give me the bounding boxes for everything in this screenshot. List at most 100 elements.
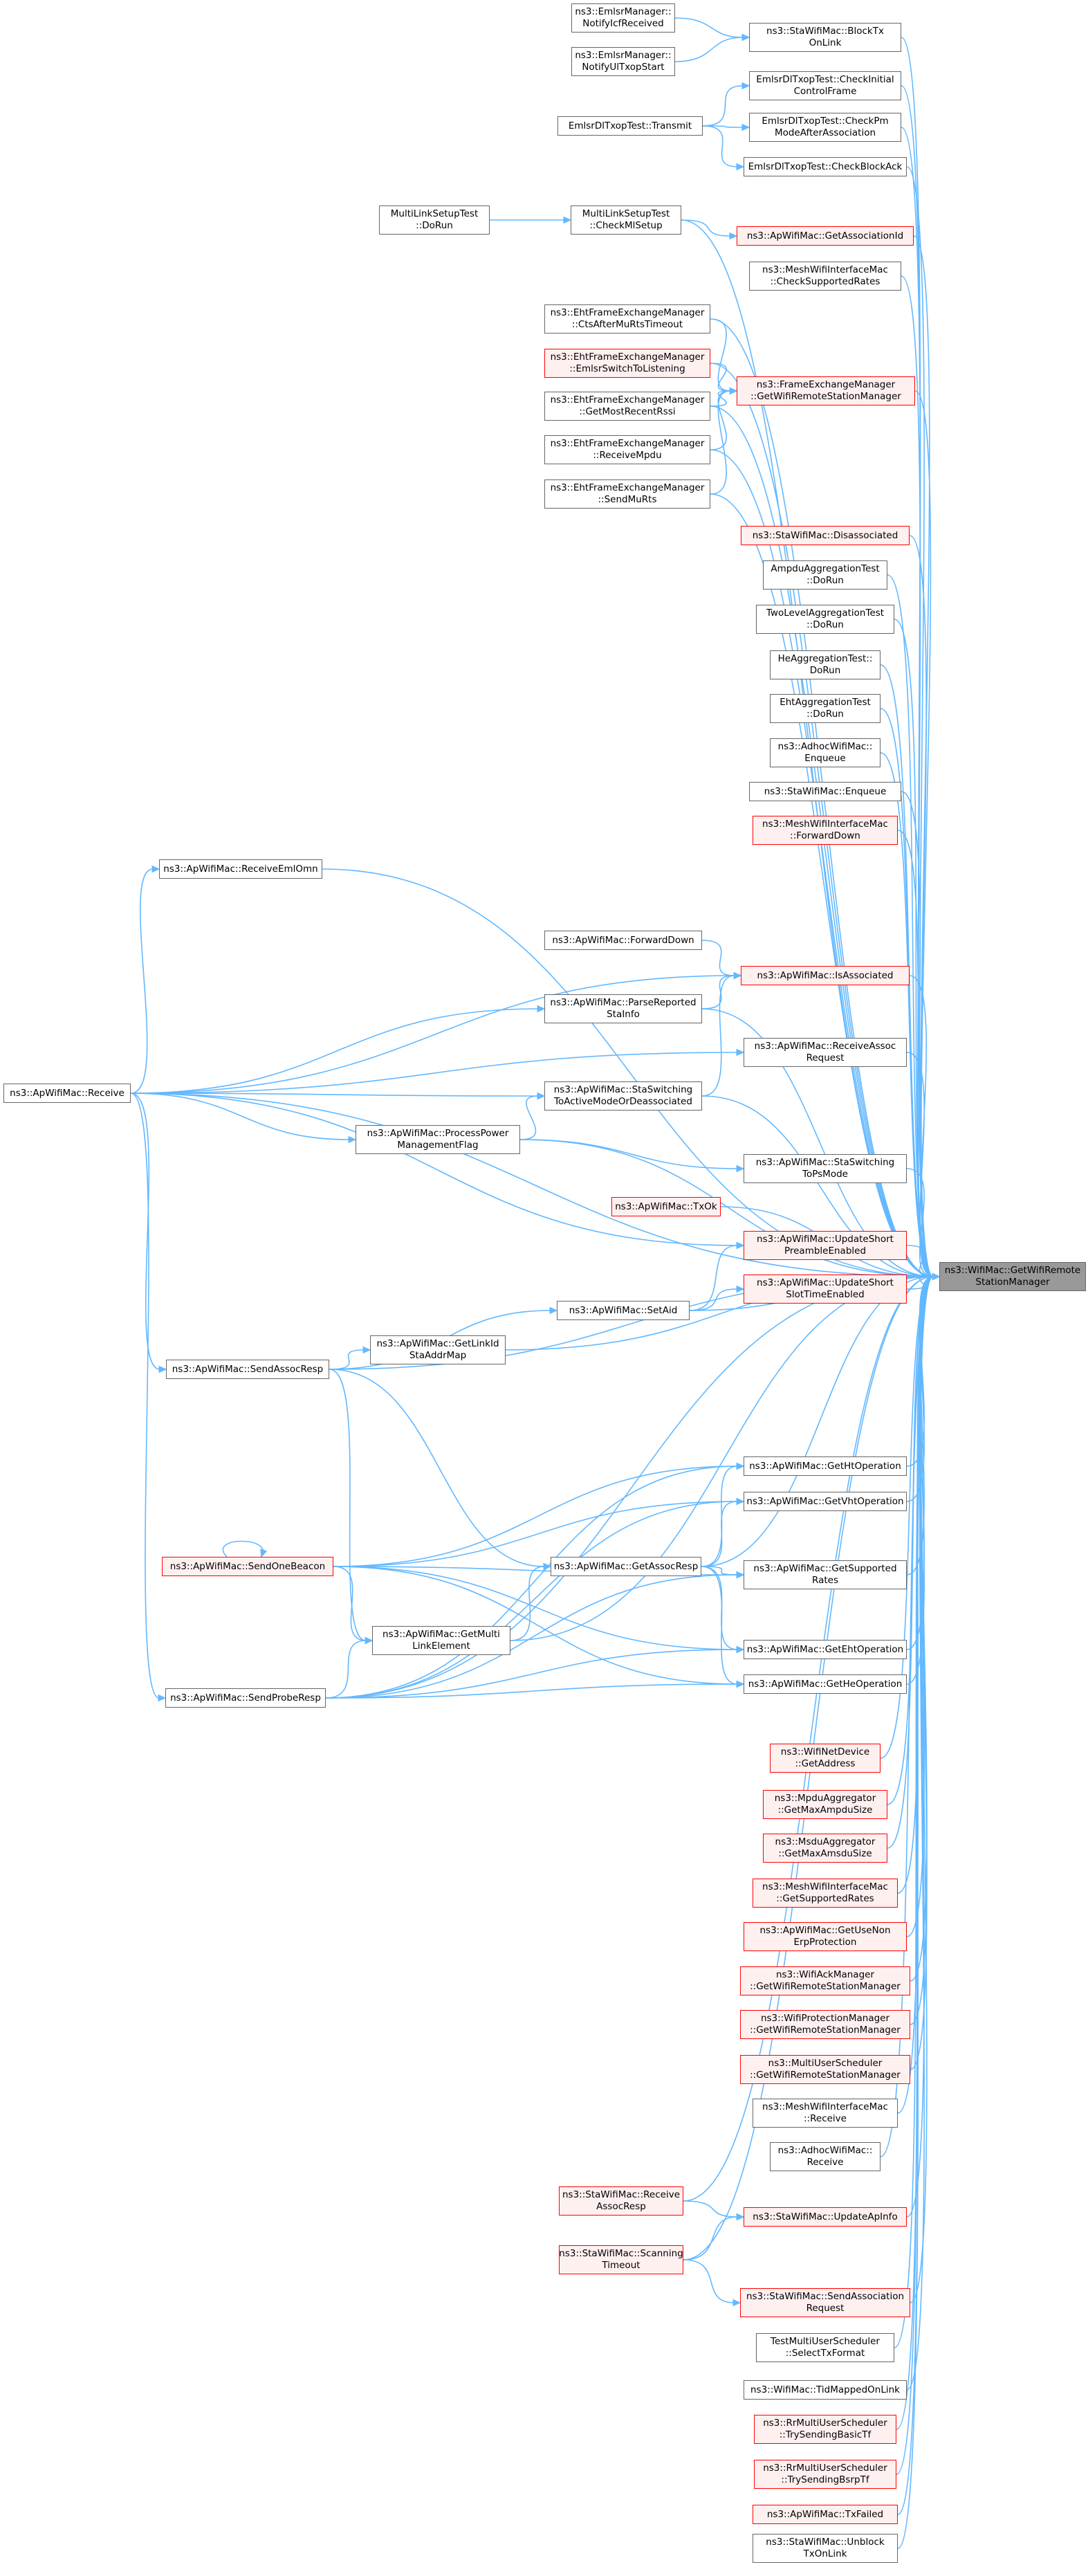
function-node-eht-sendmurts[interactable]: ns3::EhtFrameExchangeManager::SendMuRts — [544, 479, 710, 509]
function-node-ap-txok[interactable]: ns3::ApWifiMac::TxOk — [611, 1197, 721, 1216]
function-node-mesh-receive[interactable]: ns3::MeshWifiInterfaceMac::Receive — [753, 2099, 898, 2128]
function-node-ap-setaid[interactable]: ns3::ApWifiMac::SetAid — [557, 1301, 690, 1320]
function-node-ampdu-dorun[interactable]: AmpduAggregationTest::DoRun — [763, 560, 887, 590]
function-node-adhoc-receive[interactable]: ns3::AdhocWifiMac::Receive — [770, 2142, 880, 2171]
function-node-sta-enqueue[interactable]: ns3::StaWifiMac::Enqueue — [749, 782, 901, 801]
node-label-line: ::TrySendingBasicTf — [779, 2429, 872, 2440]
call-edge — [710, 449, 934, 1277]
node-label-line: ns3::FrameExchangeManager — [756, 379, 896, 390]
function-node-msdu-getmax[interactable]: ns3::MsduAggregator::GetMaxAmsduSize — [763, 1834, 887, 1863]
function-node-sta-disassociated[interactable]: ns3::StaWifiMac::Disassociated — [741, 526, 910, 545]
function-node-mesh-checkrates[interactable]: ns3::MeshWifiInterfaceMac::CheckSupporte… — [749, 262, 901, 291]
function-node-testmu-select[interactable]: TestMultiUserScheduler::SelectTxFormat — [756, 2333, 894, 2362]
function-node-ap-isassociated[interactable]: ns3::ApWifiMac::IsAssociated — [741, 966, 910, 985]
function-node-twolevel-dorun[interactable]: TwoLevelAggregationTest::DoRun — [756, 605, 894, 634]
function-node-wifinet-getaddress[interactable]: ns3::WifiNetDevice::GetAddress — [770, 1744, 880, 1773]
function-node-ap-receiveemlomn[interactable]: ns3::ApWifiMac::ReceiveEmlOmn — [159, 859, 322, 879]
function-node-ap-getheop[interactable]: ns3::ApWifiMac::GetHeOperation — [744, 1674, 907, 1694]
function-node-multiuser-getwifi[interactable]: ns3::MultiUserScheduler::GetWifiRemoteSt… — [740, 2055, 910, 2084]
function-node-wifiprot-getwifi[interactable]: ns3::WifiProtectionManager::GetWifiRemot… — [740, 2010, 910, 2039]
call-edge — [130, 1093, 160, 1699]
function-node-mesh-forwarddown[interactable]: ns3::MeshWifiInterfaceMac::ForwardDown — [753, 816, 898, 845]
function-node-eht-cts[interactable]: ns3::EhtFrameExchangeManager::CtsAfterMu… — [544, 304, 710, 334]
function-node-eht-getrssi[interactable]: ns3::EhtFrameExchangeManager::GetMostRec… — [544, 392, 710, 421]
function-node-ap-sendassocresp[interactable]: ns3::ApWifiMac::SendAssocResp — [166, 1360, 329, 1379]
function-node-eht-emlsr[interactable]: ns3::EhtFrameExchangeManager::EmlsrSwitc… — [544, 349, 710, 378]
node-label-line: ns3::StaWifiMac::UpdateApInfo — [753, 2211, 898, 2222]
function-node-mesh-getrates[interactable]: ns3::MeshWifiInterfaceMac::GetSupportedR… — [753, 1879, 898, 1908]
node-label-line: ::GetAddress — [795, 1758, 856, 1769]
function-node-ap-receive[interactable]: ns3::ApWifiMac::Receive — [3, 1084, 131, 1103]
node-label-line: ns3::ApWifiMac::GetEhtOperation — [746, 1643, 904, 1655]
function-node-ap-txfailed[interactable]: ns3::ApWifiMac::TxFailed — [753, 2505, 898, 2524]
function-node-wifiack-getwifi[interactable]: ns3::WifiAckManager::GetWifiRemoteStatio… — [740, 1966, 910, 1995]
function-node-mls-dorun[interactable]: MultiLinkSetupTest::DoRun — [379, 205, 490, 235]
function-node-ap-getvhtop[interactable]: ns3::ApWifiMac::GetVhtOperation — [744, 1492, 907, 1511]
node-label-line: ns3::WifiNetDevice — [780, 1746, 870, 1757]
function-node-ap-sendproberesp[interactable]: ns3::ApWifiMac::SendProbeResp — [165, 1688, 326, 1708]
node-label-line: DoRun — [809, 665, 841, 676]
function-node-wifimac-tidmapped[interactable]: ns3::WifiMac::TidMappedOnLink — [744, 2380, 907, 2400]
edge-arrowhead — [549, 1306, 558, 1315]
call-edge — [710, 390, 731, 450]
function-node-emlsr-notifyicf[interactable]: ns3::EmlsrManager::NotifyIcfReceived — [571, 3, 675, 33]
function-node-ap-getehtop[interactable]: ns3::ApWifiMac::GetEhtOperation — [744, 1640, 907, 1659]
function-node-mpdu-getmax[interactable]: ns3::MpduAggregator::GetMaxAmpduSize — [763, 1790, 887, 1819]
node-label-line: ErpProtection — [793, 1937, 857, 1948]
function-node-emlsr-notifyul[interactable]: ns3::EmlsrManager::NotifyUlTxopStart — [571, 47, 675, 76]
function-node-rr-basictf[interactable]: ns3::RrMultiUserScheduler::TrySendingBas… — [754, 2415, 896, 2444]
call-edge — [906, 1168, 934, 1277]
function-node-rr-bsrptf[interactable]: ns3::RrMultiUserScheduler::TrySendingBsr… — [754, 2460, 896, 2489]
node-label-line: ns3::WifiMac::TidMappedOnLink — [750, 2384, 900, 2395]
node-label-line: ::DoRun — [806, 619, 844, 630]
node-label-line: ns3::ApWifiMac::ParseReported — [550, 997, 697, 1008]
function-node-mls-checkml[interactable]: MultiLinkSetupTest::CheckMlSetup — [571, 205, 681, 235]
call-edge — [130, 1008, 539, 1094]
function-node-emlsr-checkblockack[interactable]: EmlsrDlTxopTest::CheckBlockAck — [744, 157, 907, 176]
node-label-line: ns3::WifiMac::GetWifiRemote — [944, 1265, 1081, 1276]
function-node-ap-gethtop[interactable]: ns3::ApWifiMac::GetHtOperation — [744, 1456, 907, 1476]
function-node-ap-getassocid[interactable]: ns3::ApWifiMac::GetAssociationId — [737, 226, 914, 246]
function-node-ap-getassocresp[interactable]: ns3::ApWifiMac::GetAssocResp — [551, 1557, 701, 1576]
node-label-line: ::CtsAfterMuRtsTimeout — [571, 319, 683, 330]
call-edge — [130, 1093, 934, 1277]
call-edge — [710, 318, 731, 392]
function-node-eht-dorun[interactable]: EhtAggregationTest::DoRun — [770, 694, 880, 723]
function-node-eht-receivempdu[interactable]: ns3::EhtFrameExchangeManager::ReceiveMpd… — [544, 435, 710, 464]
node-label-line: AmpduAggregationTest — [771, 563, 880, 574]
edge-arrowhead — [260, 1549, 268, 1558]
function-node-sta-updateapinfo[interactable]: ns3::StaWifiMac::UpdateApInfo — [744, 2207, 907, 2227]
call-edge — [701, 940, 735, 976]
function-node-he-dorun[interactable]: HeAggregationTest::DoRun — [770, 650, 880, 679]
function-node-ap-sendonebeacon[interactable]: ns3::ApWifiMac::SendOneBeacon — [162, 1557, 333, 1576]
call-edge — [894, 619, 934, 1277]
node-label-line: ns3::MultiUserScheduler — [768, 2058, 883, 2069]
function-node-emlsr-transmit[interactable]: EmlsrDlTxopTest::Transmit — [557, 116, 703, 136]
node-label-line: ns3::ApWifiMac::ReceiveAssoc — [754, 1041, 896, 1052]
node-label-line: StaAddrMap — [409, 1350, 467, 1361]
function-node-ap-forwarddown[interactable]: ns3::ApWifiMac::ForwardDown — [544, 931, 702, 950]
function-node-adhoc-enqueue[interactable]: ns3::AdhocWifiMac::Enqueue — [770, 738, 880, 767]
function-node-fem-getwifi[interactable]: ns3::FrameExchangeManager::GetWifiRemote… — [737, 376, 915, 405]
node-label-line: ns3::MeshWifiInterfaceMac — [762, 1881, 888, 1892]
call-edge — [702, 85, 744, 127]
